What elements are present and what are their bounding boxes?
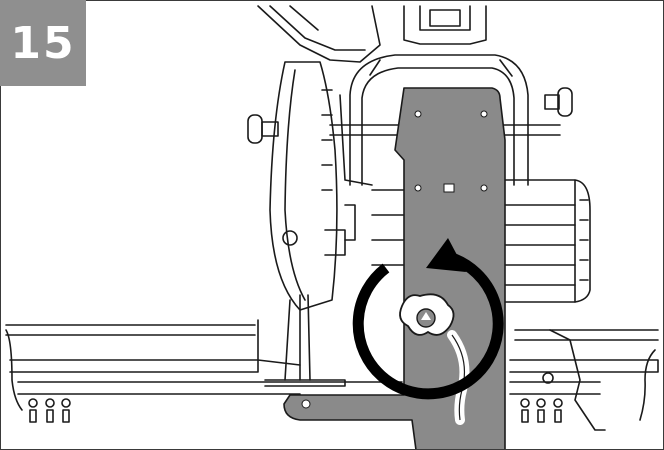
step-number: 15 xyxy=(10,17,76,69)
base-fasteners xyxy=(28,372,563,423)
upper-blade-guard xyxy=(257,5,487,63)
right-side-knob xyxy=(544,87,573,117)
rotation-arrow-icon xyxy=(352,238,504,400)
knob-icon xyxy=(399,293,455,336)
step-badge: 15 xyxy=(0,0,86,86)
motor-housing xyxy=(371,179,591,303)
left-side-knob xyxy=(247,114,279,144)
carry-handle xyxy=(349,54,529,186)
base-rails xyxy=(5,324,659,431)
blade-guard xyxy=(257,61,373,381)
